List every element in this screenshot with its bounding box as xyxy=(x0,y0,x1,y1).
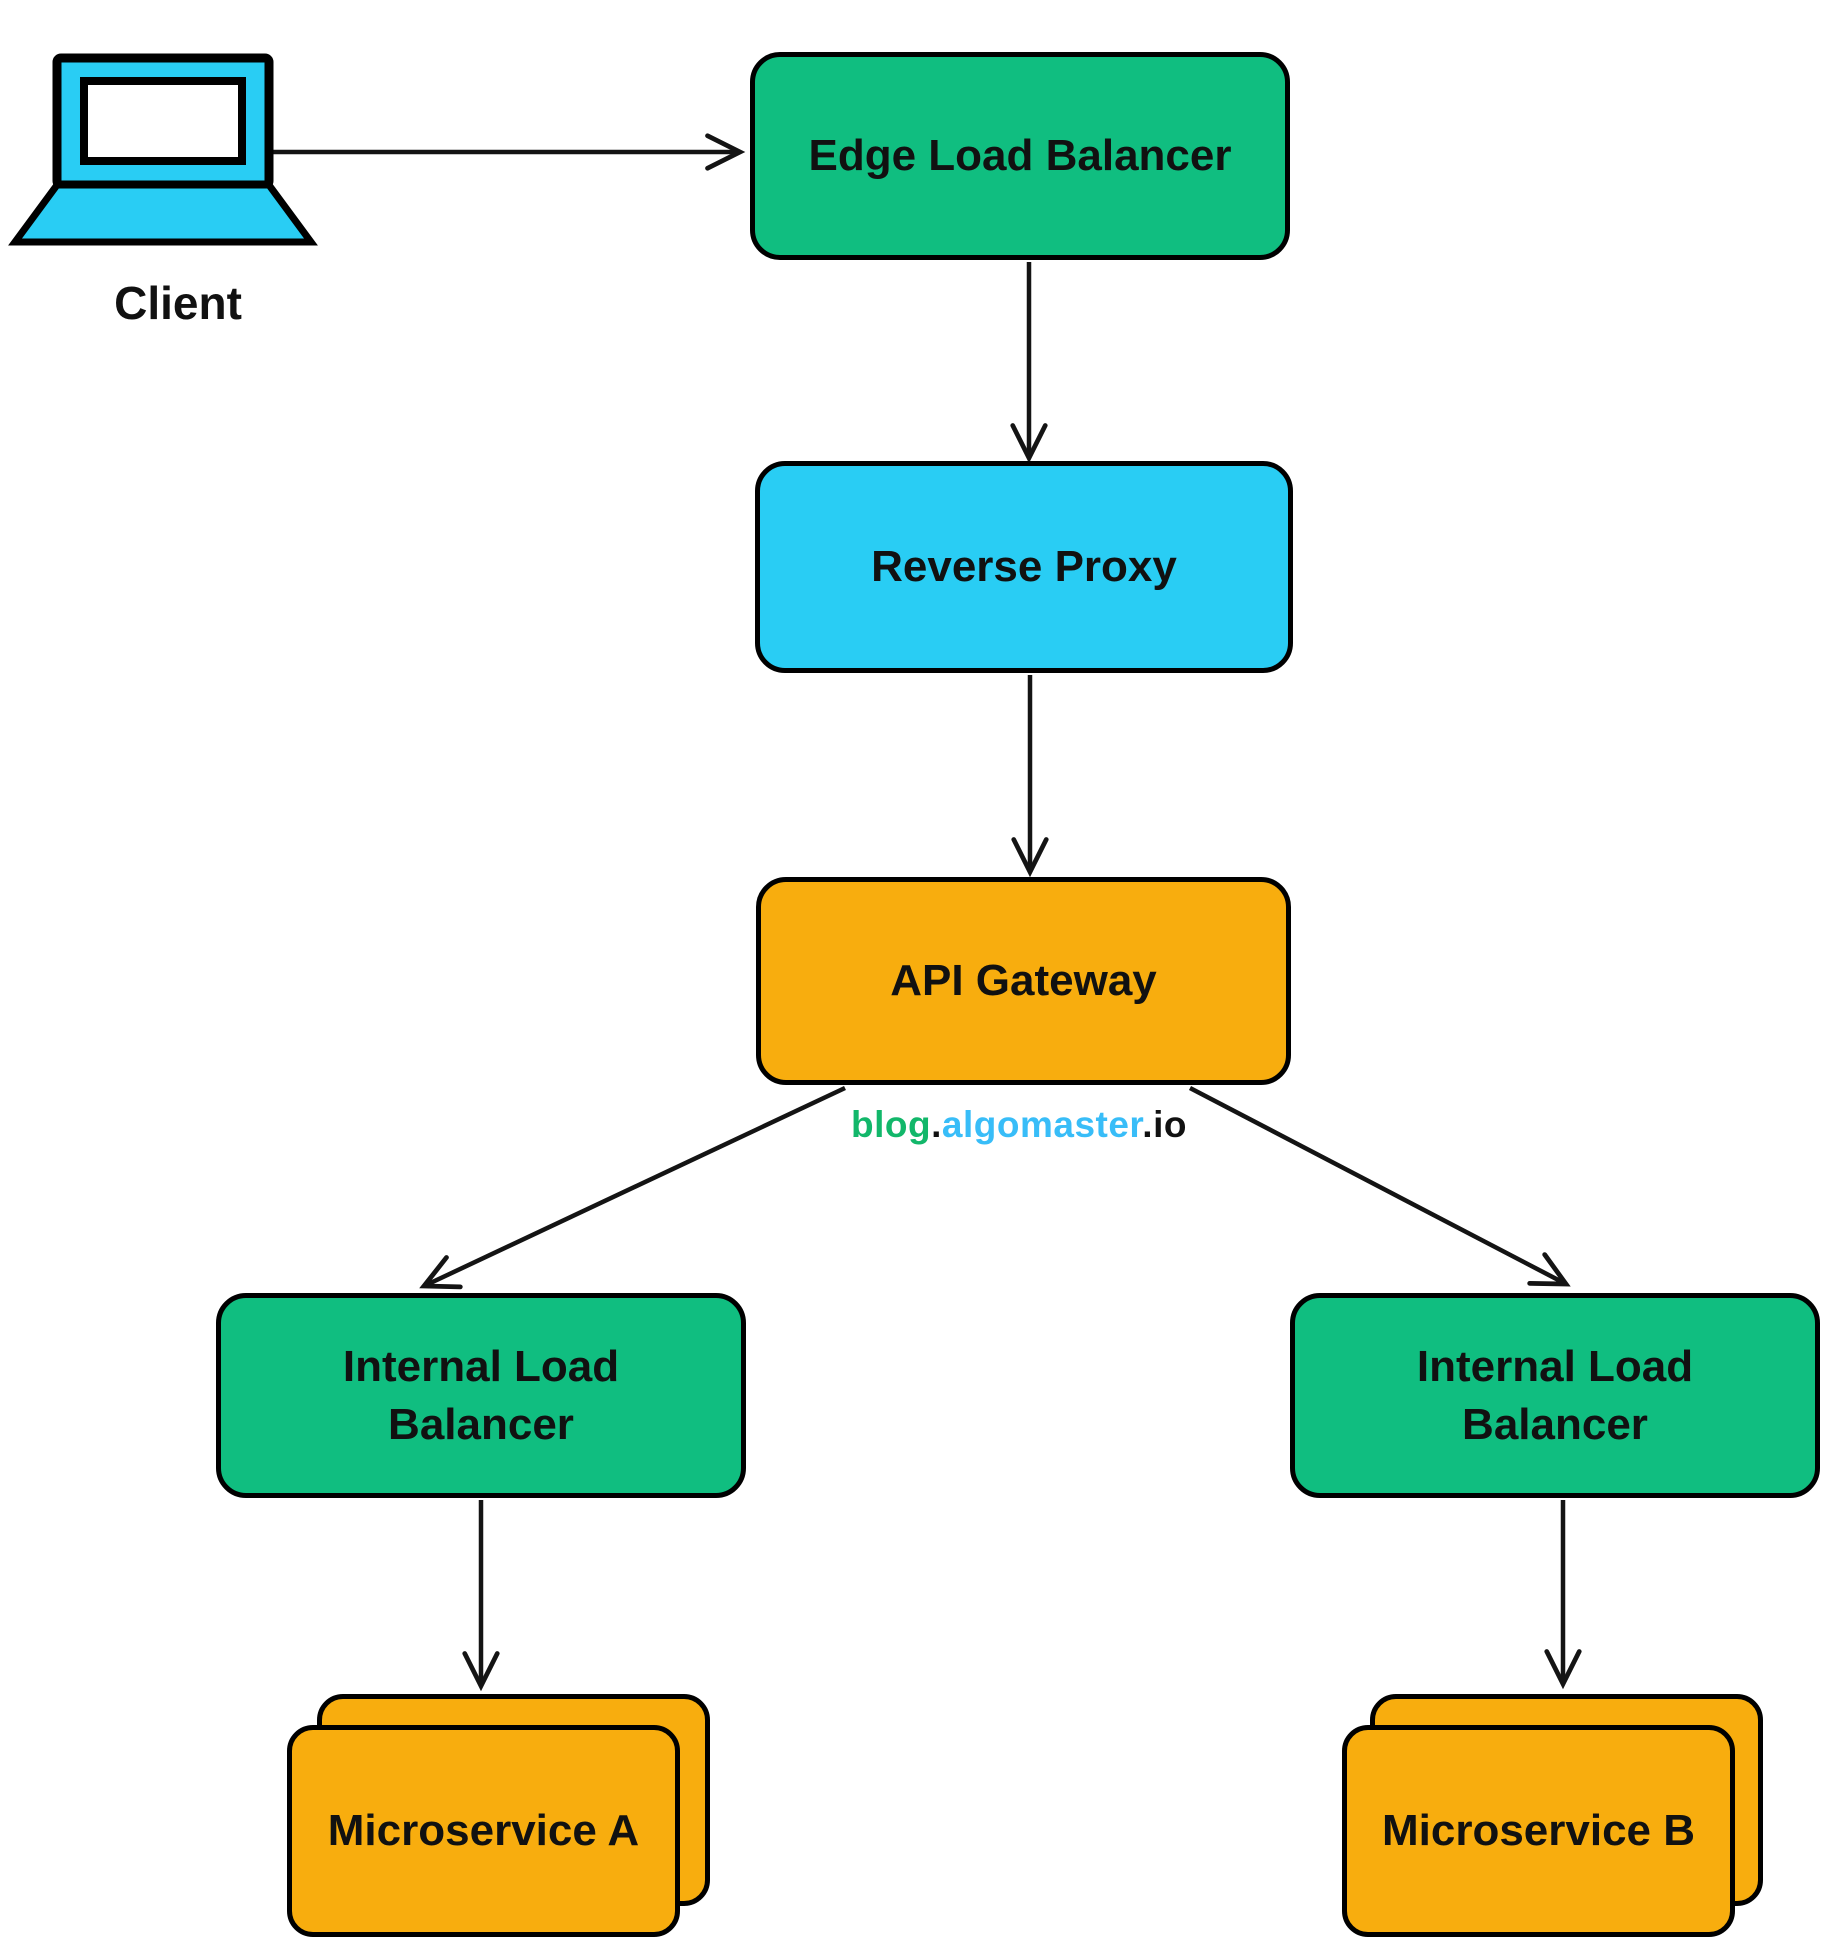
watermark-blog-algomaster-io: blog.algomaster.io xyxy=(769,1104,1269,1146)
node-internal-load-balancer-right: Internal Load Balancer xyxy=(1290,1293,1820,1498)
api-gateway-label: API Gateway xyxy=(890,956,1157,1006)
microservice-b-label: Microservice B xyxy=(1381,1806,1696,1855)
node-microservice-b: Microservice B xyxy=(1342,1694,1766,1940)
reverse-proxy-label: Reverse Proxy xyxy=(871,542,1177,592)
arrow-api-gateway-to-internal-load-balancer-left xyxy=(419,1085,846,1290)
node-microservice-a: Microservice A xyxy=(287,1694,712,1939)
node-edge-load-balancer: Edge Load Balancer xyxy=(750,52,1290,260)
watermark-dot: . xyxy=(1142,1104,1154,1145)
client-laptop-icon xyxy=(8,53,318,246)
microservice-b-front-card: Microservice B xyxy=(1342,1725,1735,1937)
arrow-api-gateway-to-internal-load-balancer-right xyxy=(1188,1086,1571,1287)
node-internal-load-balancer-left: Internal Load Balancer xyxy=(216,1293,746,1498)
watermark-io: io xyxy=(1153,1104,1187,1145)
node-reverse-proxy: Reverse Proxy xyxy=(755,461,1293,673)
microservice-a-label: Microservice A xyxy=(327,1806,640,1855)
internal-load-balancer-right-label: Internal Load Balancer xyxy=(1416,1342,1694,1449)
laptop-screen xyxy=(80,77,246,165)
watermark-blog: blog xyxy=(851,1104,932,1145)
watermark-dot: . xyxy=(931,1104,942,1145)
microservice-a-front-card: Microservice A xyxy=(287,1725,680,1937)
watermark-algomaster: algomaster xyxy=(941,1104,1143,1145)
laptop-base xyxy=(8,181,318,246)
client-label: Client xyxy=(114,277,242,329)
internal-load-balancer-left-label: Internal Load Balancer xyxy=(342,1342,620,1449)
node-api-gateway: API Gateway xyxy=(756,877,1291,1085)
edge-load-balancer-label: Edge Load Balancer xyxy=(808,131,1232,181)
